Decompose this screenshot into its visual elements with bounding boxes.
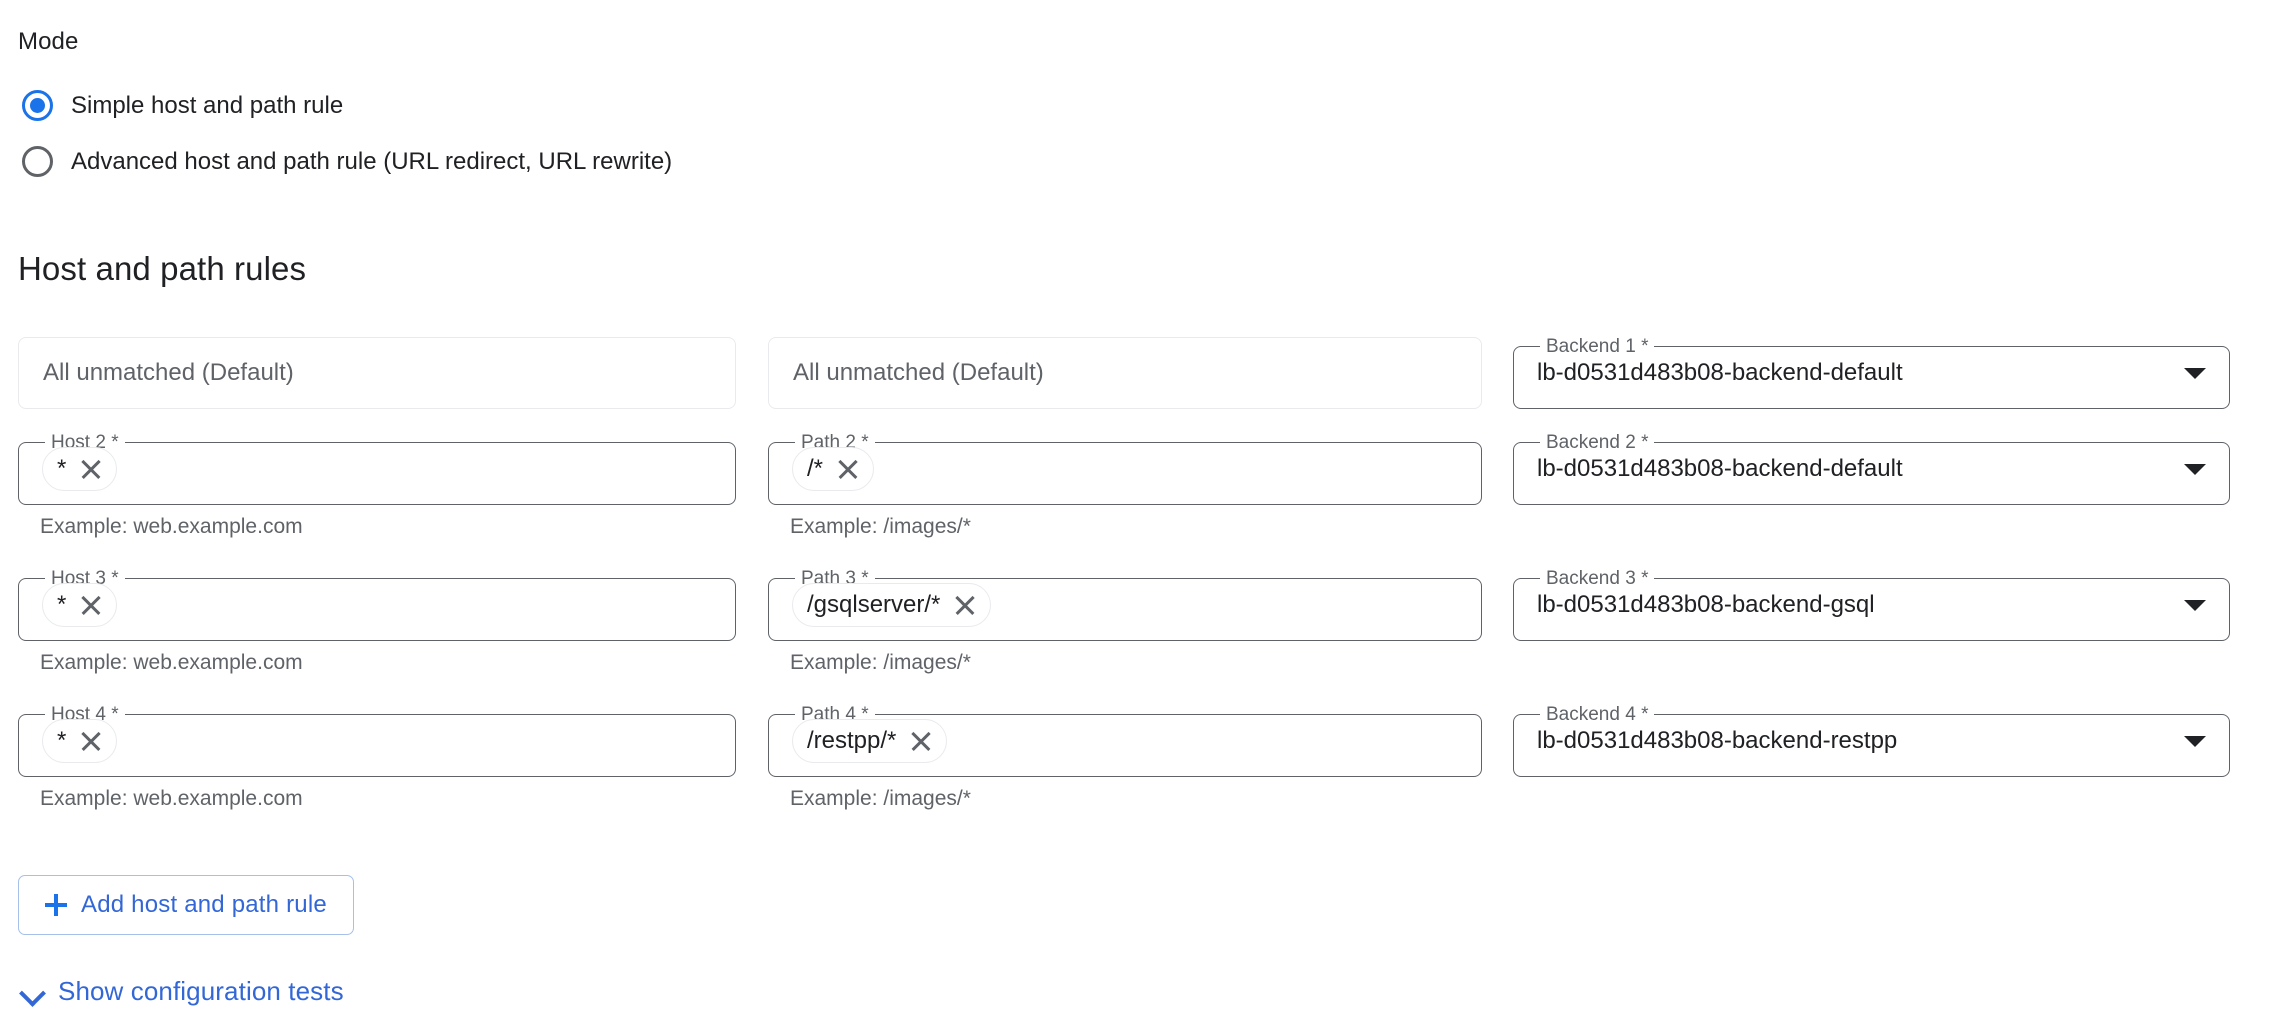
mode-section-label: Mode	[18, 28, 79, 55]
chip-label: /gsqlserver/*	[807, 591, 941, 618]
host-3-chip[interactable]: *	[42, 583, 118, 627]
radio-label-simple: Simple host and path rule	[71, 91, 344, 119]
host-2-inner: *	[18, 433, 736, 505]
backend-3-inner: lb-d0531d483b08-backend-gsql	[1513, 569, 2230, 641]
path-2-helper-text: Example: /images/*	[790, 515, 971, 538]
backend-cell: Backend 2 * lb-d0531d483b08-backend-defa…	[1513, 433, 2230, 505]
backend-1-select[interactable]: Backend 1 * lb-d0531d483b08-backend-defa…	[1513, 337, 2230, 409]
path-default-placeholder: All unmatched (Default)	[793, 359, 1044, 386]
path-default-field[interactable]: All unmatched (Default)	[768, 337, 1482, 409]
host-4-helper-text: Example: web.example.com	[40, 787, 303, 810]
chip-label: /restpp/*	[807, 727, 897, 754]
host-and-path-rules-grid: All unmatched (Default) All unmatched (D…	[0, 337, 2272, 841]
path-4-inner: /restpp/*	[768, 705, 1482, 777]
close-icon[interactable]	[80, 730, 102, 752]
path-4-helper-text: Example: /images/*	[790, 787, 971, 810]
close-icon[interactable]	[910, 730, 932, 752]
host-cell: All unmatched (Default)	[18, 337, 736, 409]
host-default-placeholder: All unmatched (Default)	[43, 359, 294, 386]
backend-4-select[interactable]: Backend 4 * lb-d0531d483b08-backend-rest…	[1513, 705, 2230, 777]
chevron-down-icon[interactable]	[2184, 367, 2206, 379]
chip-label: *	[57, 455, 67, 482]
radio-option-advanced-host-and-path-rule[interactable]: Advanced host and path rule (URL redirec…	[22, 146, 672, 177]
close-icon[interactable]	[837, 458, 859, 480]
path-3-inner: /gsqlserver/*	[768, 569, 1482, 641]
chip-label: /*	[807, 455, 824, 482]
host-2-chip[interactable]: *	[42, 447, 118, 491]
host-4-field[interactable]: Host 4 * *	[18, 705, 736, 777]
path-4-chip[interactable]: /restpp/*	[792, 719, 948, 763]
path-3-field[interactable]: Path 3 * /gsqlserver/*	[768, 569, 1482, 641]
show-configuration-tests-toggle[interactable]: Show configuration tests	[22, 976, 344, 1007]
radio-option-simple-host-and-path-rule[interactable]: Simple host and path rule	[22, 90, 343, 121]
backend-cell: Backend 1 * lb-d0531d483b08-backend-defa…	[1513, 337, 2230, 409]
host-cell: Host 4 * * Example: web.example.com	[18, 705, 736, 811]
close-icon[interactable]	[80, 458, 102, 480]
path-cell: Path 4 * /restpp/* Example: /images/*	[768, 705, 1482, 811]
path-2-field[interactable]: Path 2 * /*	[768, 433, 1482, 505]
backend-3-value: lb-d0531d483b08-backend-gsql	[1537, 591, 1875, 618]
host-3-field[interactable]: Host 3 * *	[18, 569, 736, 641]
chevron-down-icon	[22, 982, 42, 1002]
chevron-down-icon[interactable]	[2184, 599, 2206, 611]
host-4-chip[interactable]: *	[42, 719, 118, 763]
host-cell: Host 3 * * Example: web.example.com	[18, 569, 736, 675]
path-4-field[interactable]: Path 4 * /restpp/*	[768, 705, 1482, 777]
radio-icon-selected[interactable]	[22, 90, 53, 121]
path-cell: Path 3 * /gsqlserver/* Example: /images/…	[768, 569, 1482, 675]
chevron-down-icon[interactable]	[2184, 463, 2206, 475]
rule-row: All unmatched (Default) All unmatched (D…	[0, 337, 2272, 433]
backend-1-value: lb-d0531d483b08-backend-default	[1537, 359, 1903, 386]
path-3-chip[interactable]: /gsqlserver/*	[792, 583, 992, 627]
host-4-inner: *	[18, 705, 736, 777]
radio-label-advanced: Advanced host and path rule (URL redirec…	[71, 147, 673, 175]
page-title: Host and path rules	[18, 250, 307, 287]
host-3-helper-text: Example: web.example.com	[40, 651, 303, 674]
host-3-inner: *	[18, 569, 736, 641]
backend-cell: Backend 4 * lb-d0531d483b08-backend-rest…	[1513, 705, 2230, 777]
backend-2-inner: lb-d0531d483b08-backend-default	[1513, 433, 2230, 505]
close-icon[interactable]	[954, 594, 976, 616]
backend-cell: Backend 3 * lb-d0531d483b08-backend-gsql	[1513, 569, 2230, 641]
host-cell: Host 2 * * Example: web.example.com	[18, 433, 736, 539]
host-2-helper-text: Example: web.example.com	[40, 515, 303, 538]
radio-icon-unselected[interactable]	[22, 146, 53, 177]
close-icon[interactable]	[80, 594, 102, 616]
add-host-and-path-rule-button[interactable]: Add host and path rule	[18, 875, 354, 935]
host-default-field[interactable]: All unmatched (Default)	[18, 337, 736, 409]
rule-row: Host 4 * * Example: web.example.com Path…	[0, 705, 2272, 841]
chevron-down-icon[interactable]	[2184, 735, 2206, 747]
path-cell: Path 2 * /* Example: /images/*	[768, 433, 1482, 539]
add-host-and-path-rule-label: Add host and path rule	[81, 891, 327, 918]
path-cell: All unmatched (Default)	[768, 337, 1482, 409]
backend-3-select[interactable]: Backend 3 * lb-d0531d483b08-backend-gsql	[1513, 569, 2230, 641]
chip-label: *	[57, 727, 67, 754]
path-2-inner: /*	[768, 433, 1482, 505]
rule-row: Host 2 * * Example: web.example.com Path…	[0, 433, 2272, 569]
backend-4-inner: lb-d0531d483b08-backend-restpp	[1513, 705, 2230, 777]
backend-2-value: lb-d0531d483b08-backend-default	[1537, 455, 1903, 482]
rule-row: Host 3 * * Example: web.example.com Path…	[0, 569, 2272, 705]
backend-2-select[interactable]: Backend 2 * lb-d0531d483b08-backend-defa…	[1513, 433, 2230, 505]
plus-icon	[45, 894, 67, 916]
backend-1-inner: lb-d0531d483b08-backend-default	[1513, 337, 2230, 409]
chip-label: *	[57, 591, 67, 618]
path-3-helper-text: Example: /images/*	[790, 651, 971, 674]
show-configuration-tests-label: Show configuration tests	[58, 976, 344, 1006]
backend-4-value: lb-d0531d483b08-backend-restpp	[1537, 727, 1898, 754]
path-2-chip[interactable]: /*	[792, 447, 875, 491]
host-2-field[interactable]: Host 2 * *	[18, 433, 736, 505]
